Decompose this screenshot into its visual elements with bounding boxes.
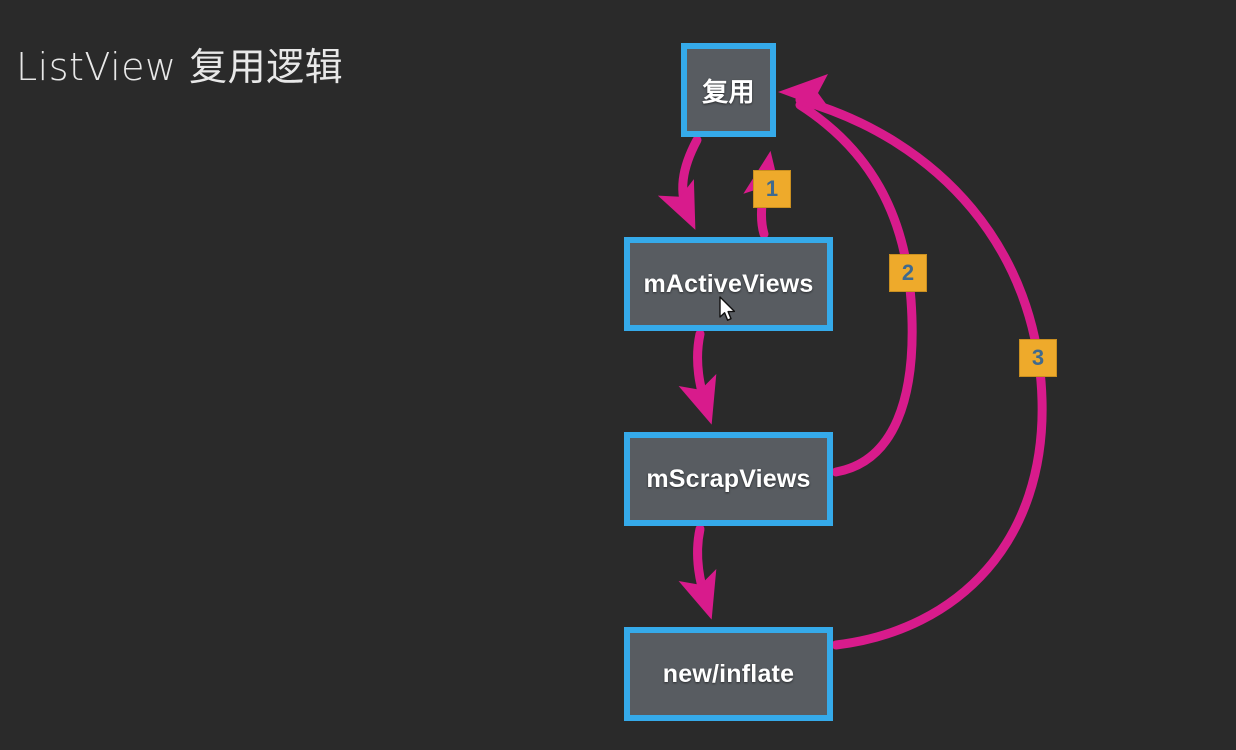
step-badge-1[interactable]: 1 [753, 170, 791, 208]
edge-scrap-to-reuse [795, 100, 917, 477]
step-badge-2-label: 2 [901, 260, 915, 285]
step-badge-3[interactable]: 3 [1019, 339, 1057, 377]
edge-newinflate-to-reuse [795, 95, 1047, 650]
edge-active-to-scrap [678, 329, 717, 425]
step-badge-2[interactable]: 2 [889, 254, 927, 292]
edge-scrap-to-newinflate [678, 524, 717, 620]
node-mactiveviews-label: mActiveViews [643, 269, 814, 298]
step-badge-3-label: 3 [1031, 345, 1045, 370]
node-reuse-label: 复用 [702, 77, 755, 108]
edge-reuse-to-active [657, 135, 702, 230]
node-mscrapviews[interactable]: mScrapViews [624, 432, 833, 526]
node-mactiveviews[interactable]: mActiveViews [624, 237, 833, 331]
node-new-inflate[interactable]: new/inflate [624, 627, 833, 721]
arrowhead-into-reuse [778, 74, 832, 112]
node-reuse[interactable]: 复用 [681, 43, 776, 137]
page-title: ListView 复用逻辑 [16, 45, 344, 89]
node-mscrapviews-label: mScrapViews [646, 464, 811, 493]
step-badge-1-label: 1 [765, 176, 779, 201]
node-new-inflate-label: new/inflate [662, 659, 795, 688]
